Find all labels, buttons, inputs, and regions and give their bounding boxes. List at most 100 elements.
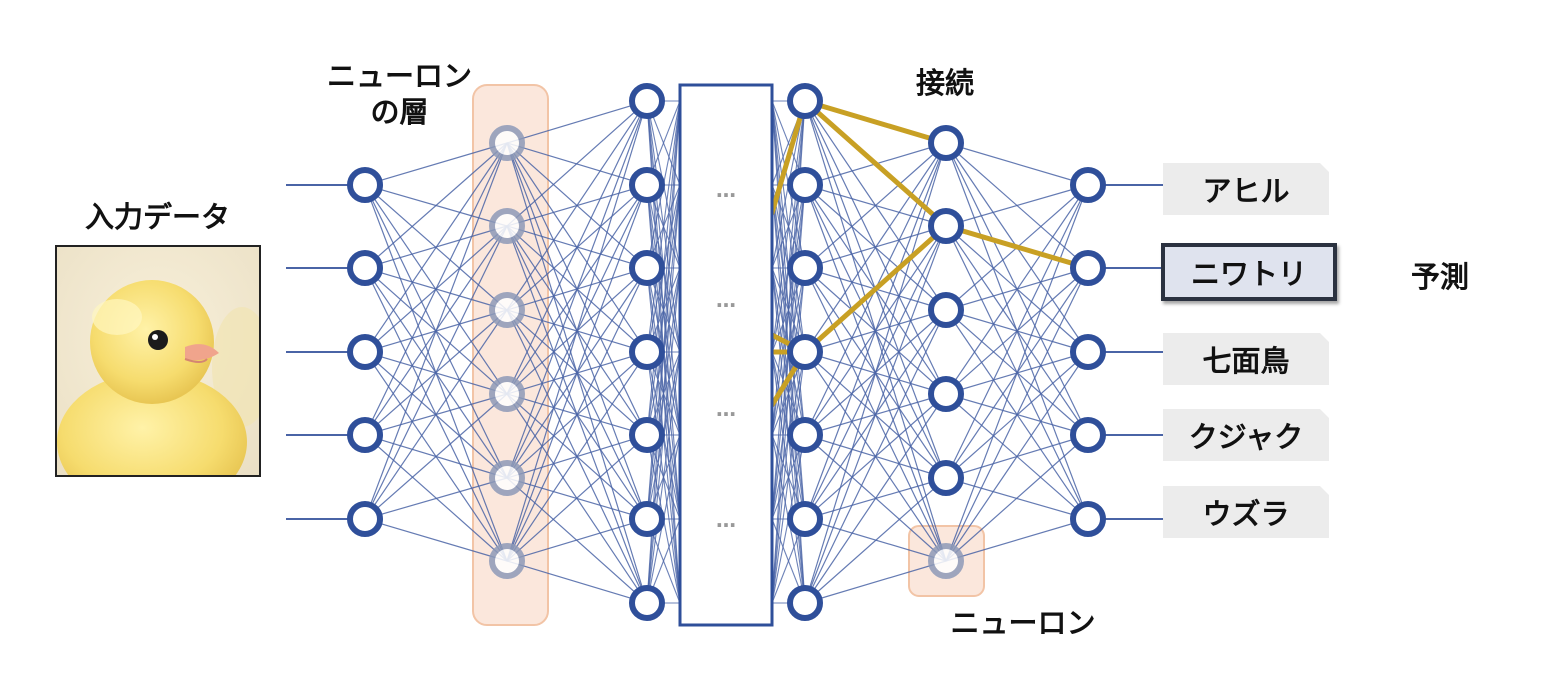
neuron-node (489, 460, 525, 496)
ellipsis-text: … (716, 288, 736, 312)
connection-edge (804, 225, 947, 604)
neuron-node (928, 208, 964, 244)
connection-edge (945, 184, 1089, 479)
connection-edge (364, 477, 508, 520)
highlighted-connection (802, 223, 949, 355)
connection-edge (804, 393, 947, 604)
ellipsis-text: … (716, 178, 736, 202)
neuron-node (629, 417, 665, 453)
connection-edge (506, 100, 648, 144)
connection-edge (364, 142, 508, 436)
neuron-label: ニューロン (950, 606, 1096, 640)
neuron-node (928, 543, 964, 579)
connection-edge (506, 267, 648, 562)
connection-edge (364, 142, 508, 520)
neuron-node (347, 417, 383, 453)
connection-edge (945, 184, 1089, 227)
neuron-node (629, 585, 665, 621)
connection-edge (364, 142, 508, 186)
connection-edge (364, 142, 508, 269)
neuron-layer-label: ニューロン の層 (312, 58, 487, 130)
neuron-node (928, 125, 964, 161)
hidden-layers-box (678, 83, 774, 627)
prediction-label: 予測 (1410, 260, 1469, 294)
neuron-node (787, 417, 823, 453)
neuron-node (787, 167, 823, 203)
connection-edge (804, 309, 947, 604)
highlighted-connection (802, 98, 949, 229)
connection-edge (804, 477, 947, 604)
connection-edge (506, 518, 648, 562)
neuron-node (629, 83, 665, 119)
connection-edge (506, 434, 648, 562)
connection-edge (771, 100, 806, 353)
connection-edge (804, 142, 947, 353)
neuron-node (787, 83, 823, 119)
neuron-node (629, 250, 665, 286)
connection-edge (364, 225, 508, 520)
connection-edge (506, 100, 648, 227)
connection-edge (945, 434, 1089, 562)
neuron-node (787, 334, 823, 370)
neuron-layer-label-line1: ニューロン (326, 59, 472, 93)
ellipsis-text: … (716, 508, 736, 532)
neuron-node (489, 208, 525, 244)
connection-edge (506, 560, 648, 604)
connection-edge (506, 184, 648, 562)
connection-edge (646, 351, 681, 604)
connection-edge (364, 309, 508, 520)
neuron-node (629, 334, 665, 370)
neuron-node (489, 292, 525, 328)
output-label-chicken: ニワトリ (1161, 243, 1337, 301)
highlighted-connection (802, 98, 949, 146)
connection-edge (804, 560, 947, 604)
neuron-node (1070, 501, 1106, 537)
neuron-node (1070, 250, 1106, 286)
connection-edge (364, 393, 508, 520)
neuron-node (347, 167, 383, 203)
connection-edge (945, 351, 1089, 562)
connection-edge (945, 267, 1089, 562)
neuron-node (1070, 167, 1106, 203)
connection-edge (945, 518, 1089, 562)
connection-edge (506, 100, 648, 479)
neuron-node (489, 376, 525, 412)
neuron-node (489, 125, 525, 161)
connection-edge (804, 142, 947, 604)
highlighted-connection (943, 223, 1091, 271)
neuron-node (928, 460, 964, 496)
ellipsis-text: … (716, 397, 736, 421)
neuron-node (347, 334, 383, 370)
chick-image (55, 245, 261, 477)
output-label-quail: ウズラ (1163, 486, 1330, 538)
output-label-turkey: 七面鳥 (1163, 333, 1330, 385)
connection-edge (506, 100, 648, 395)
neuron-node (489, 543, 525, 579)
connection-edge (945, 142, 1089, 186)
connection-edge (506, 351, 648, 562)
neuron-node (928, 292, 964, 328)
neuron-node (787, 250, 823, 286)
neuron-node (1070, 334, 1106, 370)
connection-edge (364, 518, 508, 562)
connection-edge (804, 142, 947, 269)
connection-edge (506, 100, 648, 311)
neuron-node (1070, 417, 1106, 453)
neuron-node (928, 376, 964, 412)
connection-edge (646, 100, 681, 353)
neuron-node (347, 501, 383, 537)
output-label-peacock: クジャク (1163, 409, 1330, 461)
connection-edge (945, 184, 1089, 562)
neuron-node (347, 250, 383, 286)
connection-edge (506, 100, 648, 562)
neuron-node (629, 167, 665, 203)
connection-label: 接続 (915, 66, 974, 100)
output-label-duck: アヒル (1163, 163, 1330, 215)
neuron-node (787, 501, 823, 537)
neuron-layer-label-line2: の層 (370, 95, 429, 129)
highlighted-connection (769, 98, 808, 216)
input-data-label: 入力データ (84, 200, 230, 234)
neuron-node (787, 585, 823, 621)
